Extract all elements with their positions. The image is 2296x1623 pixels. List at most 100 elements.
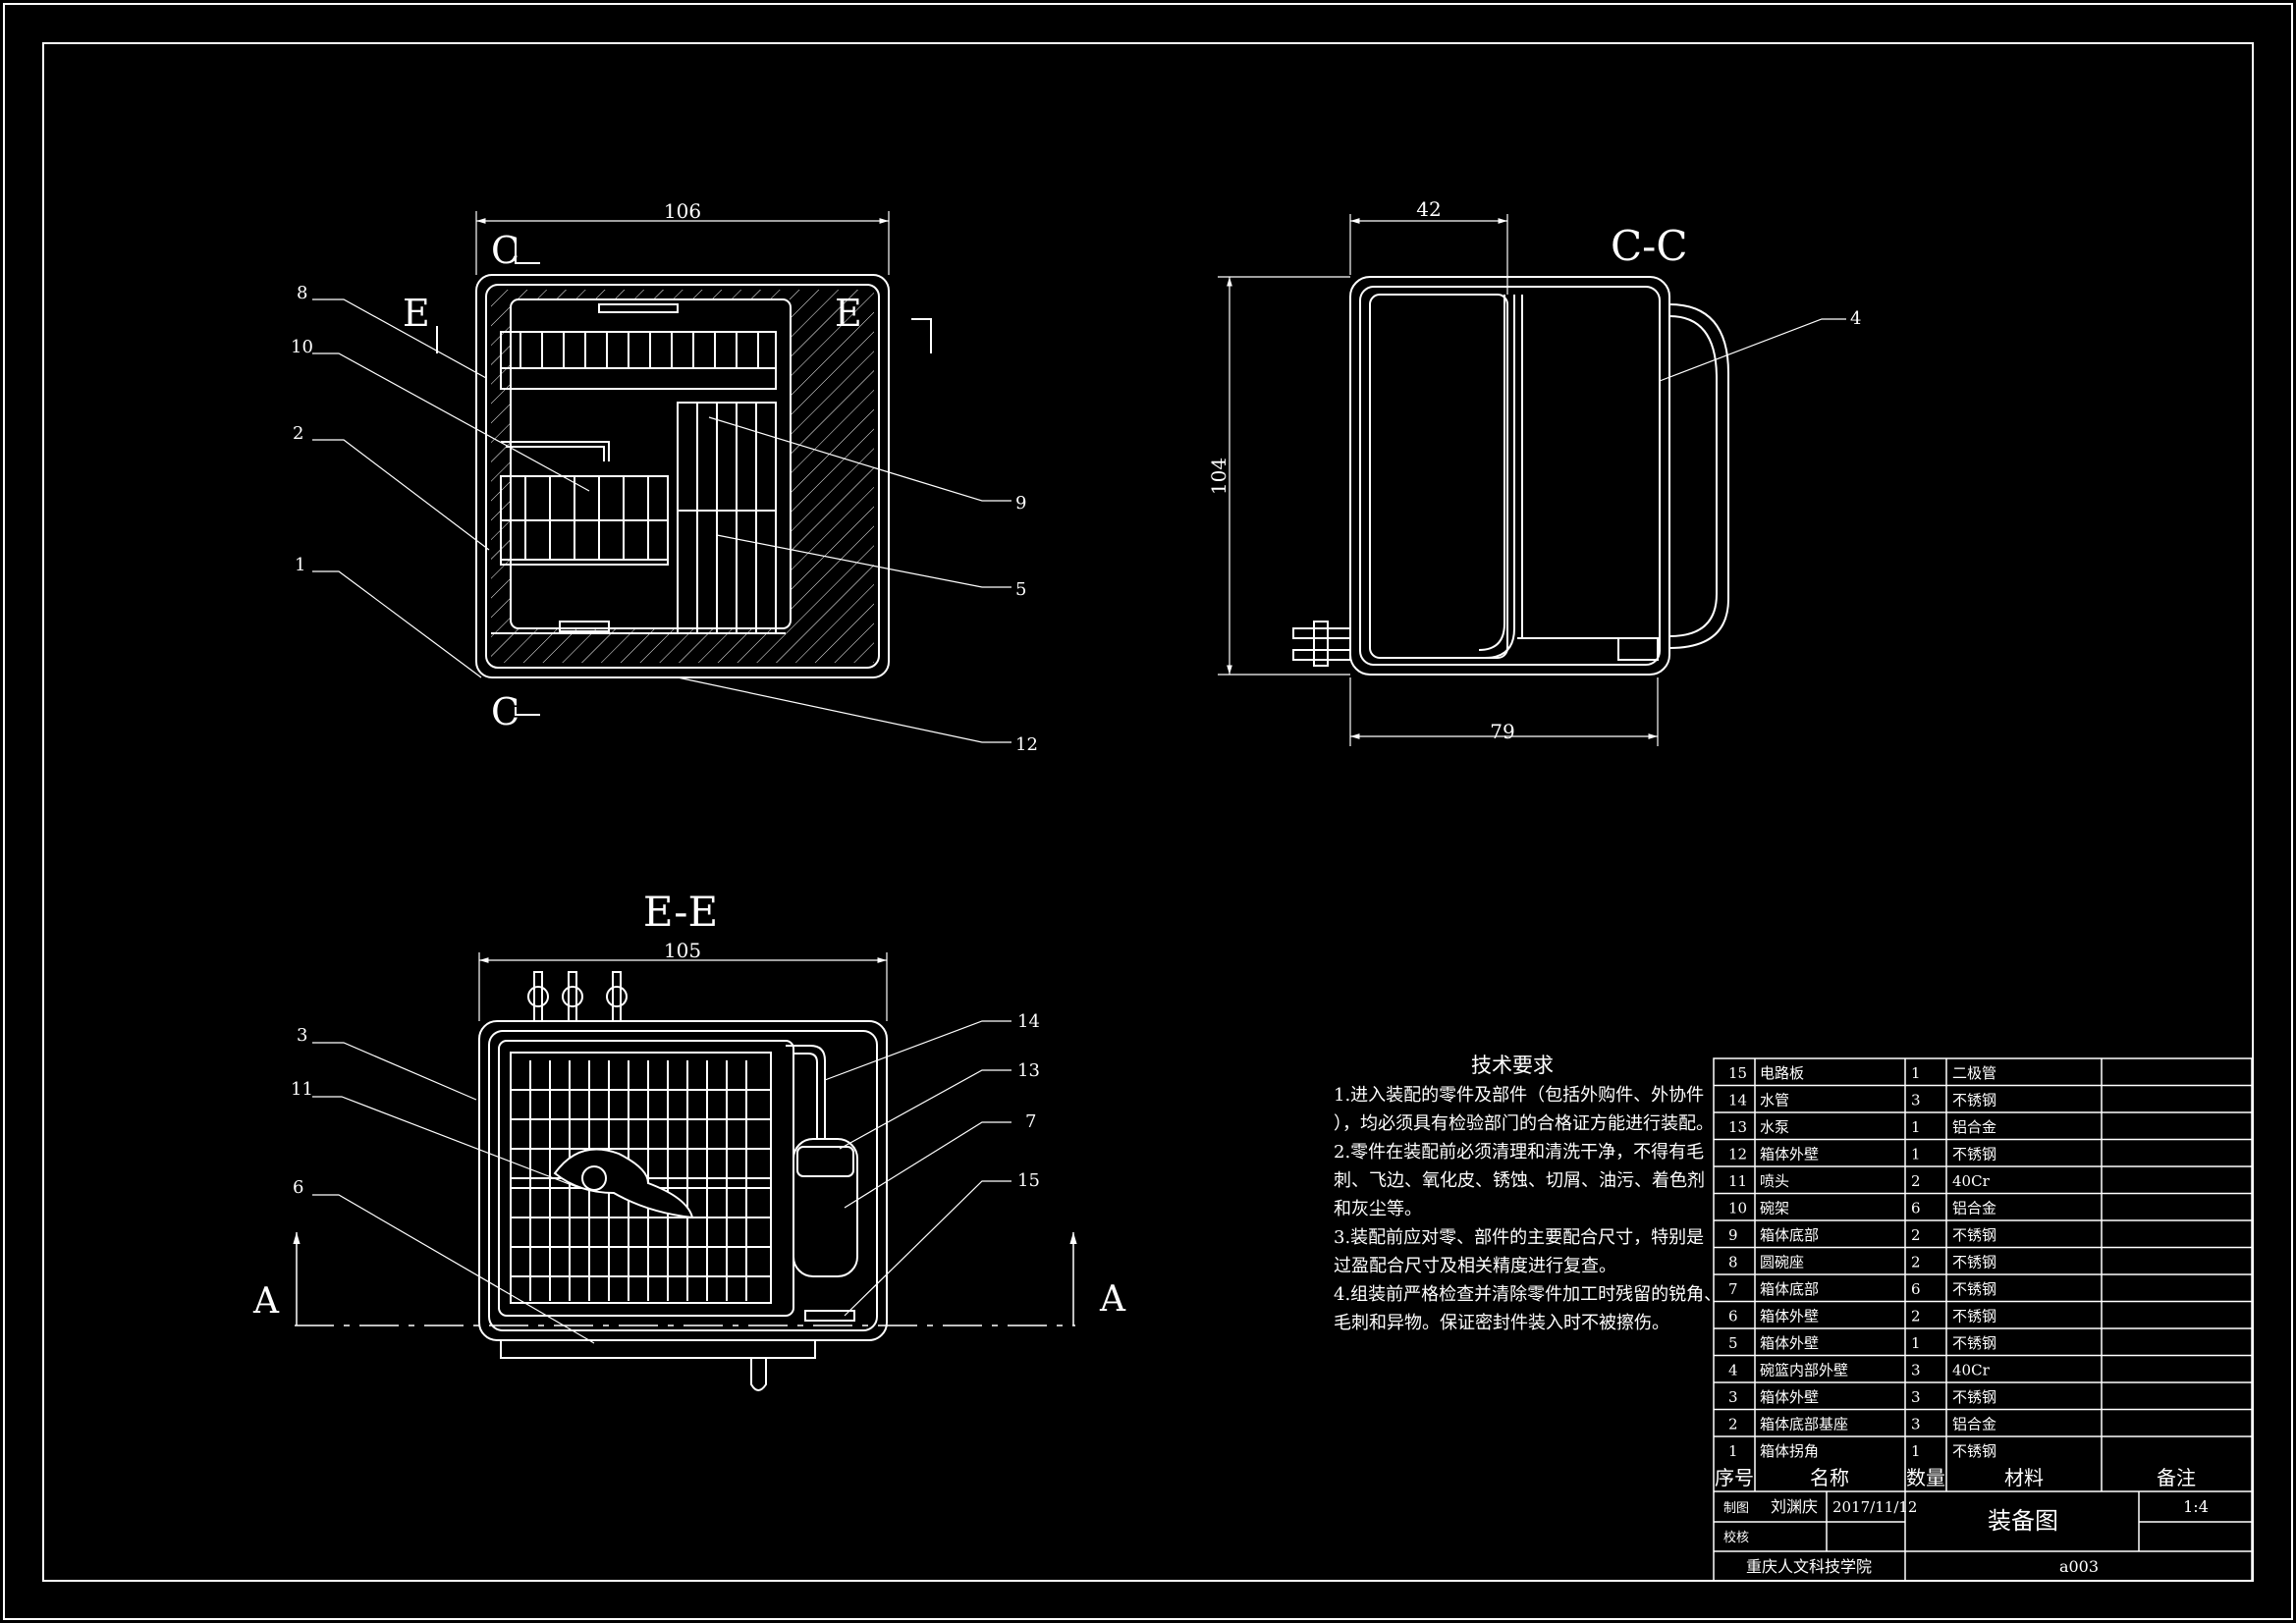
bom-cell-no: 9 <box>1728 1226 1738 1244</box>
bom-header-no: 序号 <box>1715 1466 1754 1489</box>
side-handle <box>1668 303 1729 649</box>
bom-row: 1 箱体拐角 1 不锈钢 <box>1728 1442 1996 1460</box>
svg-text:3.装配前应对零、部件的主要配合尺寸，特别是: 3.装配前应对零、部件的主要配合尺寸，特别是 <box>1334 1227 1704 1248</box>
drawn-label: 制图 <box>1723 1501 1749 1516</box>
dim-side-height: 104 <box>1207 458 1230 495</box>
bom-cell-qty: 2 <box>1911 1172 1921 1190</box>
side-view <box>1218 214 1846 746</box>
bom-cell-name: 电路板 <box>1760 1064 1804 1082</box>
bom-cell-qty: 1 <box>1911 1118 1921 1136</box>
callout-13: 13 <box>1017 1060 1040 1081</box>
top-view-leaders <box>312 298 1011 743</box>
top-view <box>312 211 1011 743</box>
bom-cell-qty: 6 <box>1911 1200 1921 1217</box>
bom-cell-material: 不锈钢 <box>1952 1442 1996 1460</box>
drawn-date: 2017/11/12 <box>1832 1498 1917 1516</box>
side-view-title: C-C <box>1611 222 1687 270</box>
callout-4: 4 <box>1850 308 1861 329</box>
dim-side-top: 42 <box>1416 197 1441 221</box>
bom-cell-name: 水泵 <box>1760 1118 1789 1136</box>
section-a-left-label: A <box>252 1281 280 1322</box>
bom-cell-name: 箱体外壁 <box>1760 1308 1819 1325</box>
callout-12: 12 <box>1015 734 1038 755</box>
bom-cell-material: 铝合金 <box>1952 1200 1996 1217</box>
callout-7: 7 <box>1025 1111 1036 1132</box>
bom-cell-no: 1 <box>1728 1442 1738 1460</box>
drawing-number: a003 <box>2059 1557 2099 1576</box>
svg-text:4.组装前严格检查并清除零件加工时残留的锐角、: 4.组装前严格检查并清除零件加工时残留的锐角、 <box>1334 1284 1722 1305</box>
bom-cell-material: 不锈钢 <box>1952 1226 1996 1244</box>
svg-text:），均必须具有检验部门的合格证方能进行装配。: ），均必须具有检验部门的合格证方能进行装配。 <box>1334 1113 1714 1134</box>
svg-text:和灰尘等。: 和灰尘等。 <box>1334 1199 1422 1219</box>
bom-cell-qty: 1 <box>1911 1442 1921 1460</box>
callout-11: 11 <box>291 1079 313 1100</box>
school-name: 重庆人文科技学院 <box>1746 1557 1872 1576</box>
bom-cell-qty: 1 <box>1911 1334 1921 1352</box>
bom-cell-no: 3 <box>1728 1388 1738 1406</box>
top-upper-rack <box>500 331 777 390</box>
spray-arm <box>553 1148 694 1219</box>
bom-cell-name: 箱体底部 <box>1760 1226 1819 1244</box>
bom-cell-qty: 2 <box>1911 1254 1921 1271</box>
outer-border <box>3 3 2293 1620</box>
section-c-top-label: C <box>491 229 519 272</box>
bom-cell-qty: 3 <box>1911 1092 1921 1109</box>
bom-cell-qty: 3 <box>1911 1388 1921 1406</box>
bom-cell-name: 箱体底部 <box>1760 1280 1819 1298</box>
bom-cell-no: 7 <box>1728 1280 1738 1298</box>
tech-req-lines: 1.进入装配的零件及部件（包括外购件、外协件 ），均必须具有检验部门的合格证方能… <box>1334 1085 1722 1333</box>
pump <box>793 1138 858 1277</box>
bom-row: 14 水管 3 不锈钢 <box>1728 1092 1996 1109</box>
svg-text:过盈配合尺寸及相关精度进行复查。: 过盈配合尺寸及相关精度进行复查。 <box>1334 1256 1616 1276</box>
bom-cell-name: 箱体底部基座 <box>1760 1416 1848 1434</box>
dim-top-width: 106 <box>664 199 701 223</box>
top-nozzles <box>527 971 628 1022</box>
section-a-right-label: A <box>1099 1279 1126 1320</box>
bom-cell-qty: 6 <box>1911 1280 1921 1298</box>
bom-cell-name: 碗篮内部外壁 <box>1760 1362 1848 1380</box>
section-e-right-label: E <box>835 292 862 335</box>
bom-cell-name: 水管 <box>1760 1092 1789 1109</box>
tech-req-title: 技术要求 <box>1471 1054 1554 1077</box>
bom-header-material: 材料 <box>2004 1466 2044 1489</box>
callout-8: 8 <box>297 283 307 303</box>
svg-text:毛刺和异物。保证密封件装入时不被擦伤。: 毛刺和异物。保证密封件装入时不被擦伤。 <box>1334 1313 1669 1333</box>
bom-cell-material: 不锈钢 <box>1952 1254 1996 1271</box>
bom-header-note: 备注 <box>2157 1466 2196 1489</box>
bom-cell-material: 不锈钢 <box>1952 1092 1996 1109</box>
callout-9: 9 <box>1015 493 1026 514</box>
bom-header-qty: 数量 <box>1906 1466 1945 1489</box>
callout-10: 10 <box>291 337 313 357</box>
bom-cell-name: 箱体拐角 <box>1760 1442 1819 1460</box>
drawing-title: 装备图 <box>1988 1507 2058 1535</box>
bom-cell-material: 40Cr <box>1952 1362 1991 1380</box>
drawing-scale: 1:4 <box>2183 1497 2209 1516</box>
bom-cell-material: 不锈钢 <box>1952 1334 1996 1352</box>
svg-text:1.进入装配的零件及部件（包括外购件、外协件: 1.进入装配的零件及部件（包括外购件、外协件 <box>1334 1085 1704 1106</box>
bom-row: 13 水泵 1 铝合金 <box>1728 1118 1996 1136</box>
callout-14: 14 <box>1017 1011 1040 1032</box>
bom-cell-no: 14 <box>1728 1092 1747 1109</box>
section-view-leaders <box>312 1020 1011 1344</box>
top-vertical-rack <box>677 402 777 634</box>
bom-cell-qty: 1 <box>1911 1146 1921 1163</box>
check-label: 校核 <box>1723 1530 1749 1545</box>
bom-cell-material: 二极管 <box>1952 1064 1996 1082</box>
bom-cell-material: 铝合金 <box>1952 1416 1996 1434</box>
bom-cell-name: 箱体外壁 <box>1760 1388 1819 1406</box>
bom-cell-material: 铝合金 <box>1952 1118 1996 1136</box>
dim-side-bottom: 79 <box>1490 720 1514 743</box>
bom-cell-no: 13 <box>1728 1118 1747 1136</box>
bom-cell-material: 不锈钢 <box>1952 1308 1996 1325</box>
bom-cell-no: 11 <box>1728 1172 1747 1190</box>
bom-table <box>1713 1057 2253 1582</box>
